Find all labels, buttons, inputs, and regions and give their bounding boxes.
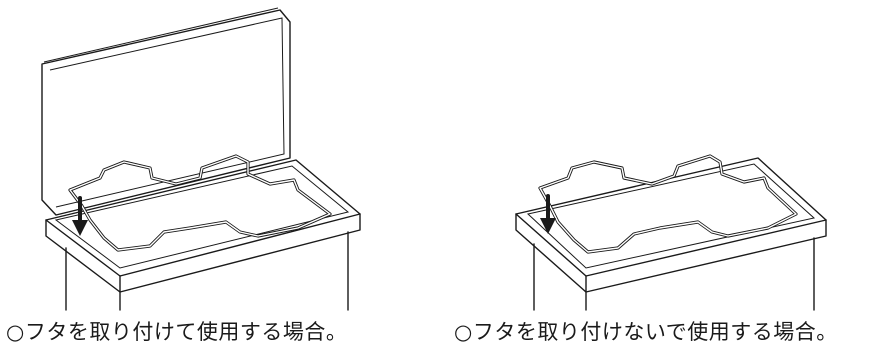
caption-without-lid: ○フタを取り付けないで使用する場合。 (454, 320, 838, 344)
arrow-down-icon (540, 194, 556, 234)
bin-without-lid-drawing (515, 154, 827, 311)
wire-frame (68, 154, 332, 252)
illustration-without-lid: ○フタを取り付けないで使用する場合。 (438, 0, 876, 348)
bin-body (515, 157, 827, 311)
wire-frame (538, 154, 798, 254)
illustration-with-lid: ○フタを取り付けて使用する場合。 (6, 7, 361, 344)
open-lid (41, 7, 291, 216)
arrow-down-icon (72, 196, 88, 236)
caption-with-lid: ○フタを取り付けて使用する場合。 (6, 320, 348, 344)
bin-body (45, 159, 361, 311)
bin-with-lid-drawing (41, 7, 361, 311)
